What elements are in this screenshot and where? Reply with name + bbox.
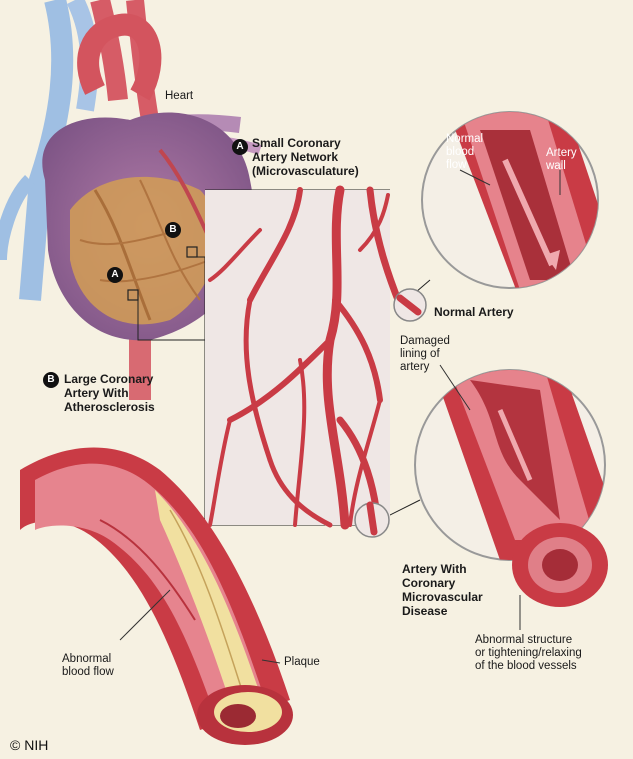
small-network-label: Small Coronary Artery Network (Microvasc… <box>252 136 359 178</box>
leader-lines <box>119 169 561 664</box>
plaque-label: Plaque <box>284 656 320 668</box>
artery-wall-label: Artery wall <box>546 147 577 172</box>
heart <box>42 112 254 341</box>
normal-artery-detail <box>421 111 599 289</box>
large-artery <box>20 447 293 745</box>
normal-artery-label: Normal Artery <box>434 305 514 319</box>
badge-a: A <box>232 139 248 155</box>
credit-text: © NIH <box>10 737 49 753</box>
heart-label: Heart <box>165 90 194 102</box>
abnormal-structure-label: Abnormal structure or tightening/relaxin… <box>475 634 582 672</box>
heart-marker-b: B <box>165 222 181 238</box>
heart-box-b <box>186 246 198 258</box>
normal-blood-flow-label: Normal blood flow <box>446 133 484 171</box>
diseased-artery-detail <box>414 369 608 607</box>
large-artery-label: Large Coronary Artery With Atheroscleros… <box>64 372 155 414</box>
damaged-lining-label: Damaged lining of artery <box>400 335 450 373</box>
badge-b: B <box>43 372 59 388</box>
heart-box-a <box>127 289 139 301</box>
abnormal-blood-flow-label: Abnormal blood flow <box>62 653 114 678</box>
heart-marker-a: A <box>107 267 123 283</box>
microvascular-disease-label: Artery With Coronary Microvascular Disea… <box>402 562 483 618</box>
microvascular-network <box>205 185 404 530</box>
